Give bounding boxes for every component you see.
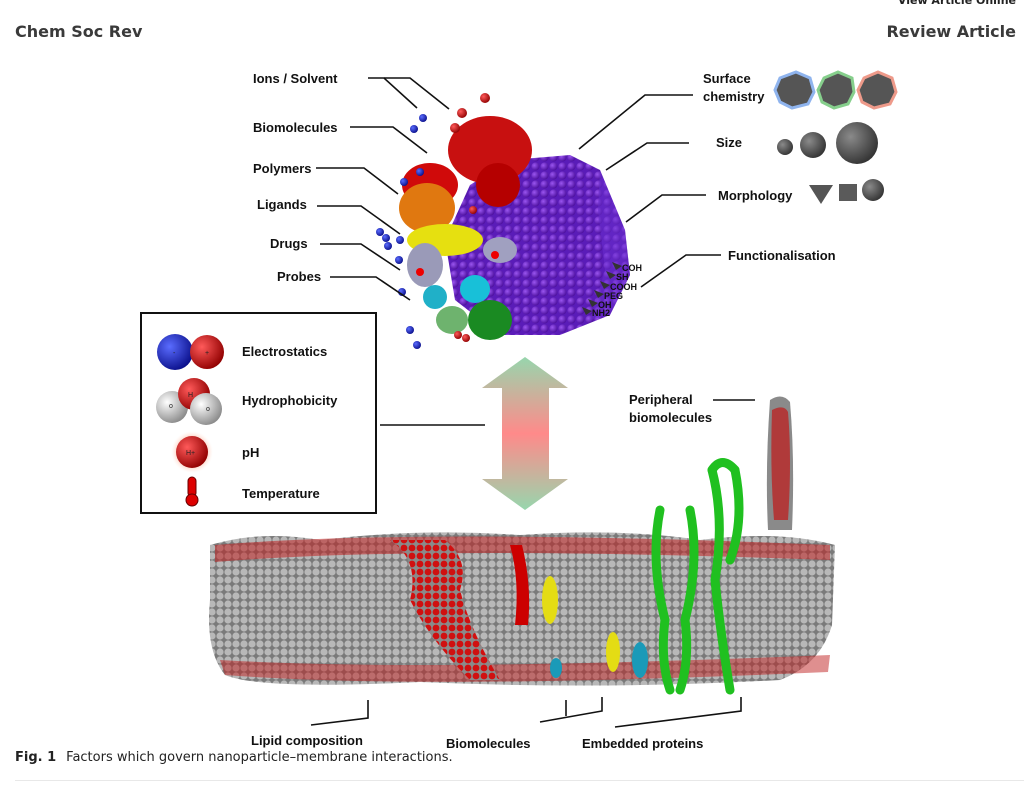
morphology-icons xyxy=(809,179,884,204)
label-biomolecules-membrane: Biomolecules xyxy=(446,736,531,751)
svg-text:-: - xyxy=(173,350,176,357)
svg-text:H+: H+ xyxy=(186,450,195,457)
journal-name: Chem Soc Rev xyxy=(15,22,143,41)
label-fg-peg: PEG xyxy=(604,291,624,301)
size-icons xyxy=(777,122,878,164)
proton-sphere-icon: H+ xyxy=(171,431,213,473)
probe-molecules xyxy=(423,275,512,340)
article-type: Review Article xyxy=(886,22,1016,41)
label-morphology: Morphology xyxy=(718,188,793,203)
label-peripheral-line2: biomolecules xyxy=(629,410,713,425)
label-size: Size xyxy=(716,135,743,150)
label-functionalisation: Functionalisation xyxy=(728,248,836,263)
label-drugs: Drugs xyxy=(270,236,308,251)
thermometer-icon xyxy=(185,476,199,507)
lipid-membrane xyxy=(209,532,835,686)
drug-molecules xyxy=(407,237,517,287)
svg-text:+: + xyxy=(205,350,209,357)
label-ions-solvent: Ions / Solvent xyxy=(253,71,338,86)
surface-chemistry-icons xyxy=(773,70,898,110)
label-polymers: Polymers xyxy=(253,161,312,176)
caption-text: Factors which govern nanoparticle–membra… xyxy=(66,750,453,765)
functional-group-markers xyxy=(582,262,622,315)
legend-ph: pH xyxy=(242,445,260,460)
svg-text:o: o xyxy=(169,403,173,410)
embedded-protein xyxy=(651,458,744,695)
label-surface-chemistry-line2: chemistry xyxy=(703,89,765,104)
label-peripheral-line1: Peripheral xyxy=(629,392,693,407)
membrane-biomolecule-yellow-2 xyxy=(606,632,620,672)
interaction-double-arrow xyxy=(482,357,568,510)
water-molecule-icon: H o o xyxy=(156,378,222,425)
charged-spheres-icon: - + xyxy=(157,334,224,370)
label-biomolecules-np: Biomolecules xyxy=(253,120,338,135)
label-probes: Probes xyxy=(277,269,322,284)
label-fg-coh: COH xyxy=(622,263,642,273)
label-lipid-composition: Lipid composition xyxy=(251,733,363,748)
leader-lines xyxy=(310,77,755,728)
svg-text:o: o xyxy=(206,406,210,413)
label-ligands: Ligands xyxy=(257,197,307,212)
ions xyxy=(376,114,470,349)
figure-number: Fig. 1 xyxy=(15,750,57,765)
membrane-biomolecule-yellow-1 xyxy=(542,576,558,624)
svg-text:H: H xyxy=(188,392,193,399)
legend-electrostatics: Electrostatics xyxy=(242,344,328,359)
polymer-cluster xyxy=(399,183,455,233)
divider xyxy=(15,780,1024,781)
legend-temperature: Temperature xyxy=(242,486,320,501)
label-fg-sh: SH xyxy=(616,272,629,282)
view-article-online-link[interactable]: View Article Online xyxy=(897,0,1016,7)
label-fg-cooh: COOH xyxy=(610,282,637,292)
figure-caption: Fig. 1 Factors which govern nanoparticle–… xyxy=(15,750,453,765)
label-embedded-proteins: Embedded proteins xyxy=(582,736,704,751)
peripheral-biomolecule xyxy=(766,396,794,530)
interaction-legend: - + H o o H+ Electrostatics Hydrophobici… xyxy=(140,312,377,514)
label-fg-oh: OH xyxy=(598,300,612,310)
label-surface-chemistry-line1: Surface xyxy=(703,71,751,86)
legend-hydrophobicity: Hydrophobicity xyxy=(242,393,338,408)
label-fg-nh2: NH2 xyxy=(592,308,611,318)
